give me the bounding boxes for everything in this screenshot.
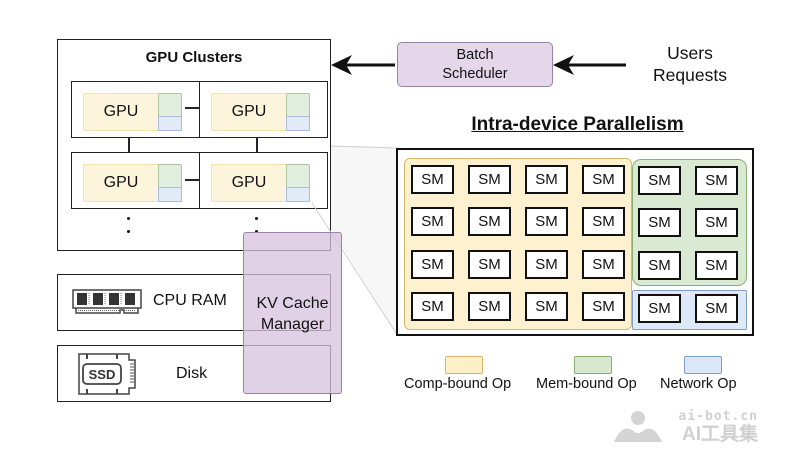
kv-cache-line2: Manager bbox=[260, 316, 325, 333]
gpu-memory-unit bbox=[158, 93, 182, 120]
sm-unit-comp-bound: SM bbox=[582, 207, 625, 236]
gpu-compute-unit: GPU bbox=[211, 93, 310, 131]
sm-unit-comp-bound: SM bbox=[525, 292, 568, 321]
more-gpus-indicator bbox=[255, 217, 258, 220]
sm-unit-mem-bound: SM bbox=[695, 208, 738, 237]
legend-label-network: Network Op bbox=[660, 376, 737, 392]
sm-unit-mem-bound: SM bbox=[638, 208, 681, 237]
sm-unit-comp-bound: SM bbox=[468, 207, 511, 236]
gpu-clusters-title: GPU Clusters bbox=[145, 49, 243, 66]
more-gpus-indicator bbox=[127, 217, 130, 220]
legend-swatch-network bbox=[684, 356, 722, 374]
watermark-line2: AI工具集 bbox=[681, 424, 758, 445]
gpu-card: GPU bbox=[199, 81, 328, 138]
gpu-label: GPU bbox=[103, 174, 139, 191]
sm-unit-network: SM bbox=[695, 294, 738, 323]
sm-unit-comp-bound: SM bbox=[525, 207, 568, 236]
gpu-interconnect bbox=[185, 107, 199, 109]
gpu-label: GPU bbox=[231, 103, 267, 120]
more-gpus-indicator bbox=[255, 230, 258, 233]
sm-unit-comp-bound: SM bbox=[411, 250, 454, 279]
gpu-network-unit bbox=[286, 116, 310, 131]
watermark-line1: ai-bot.cn bbox=[678, 409, 758, 424]
gpu-interconnect bbox=[185, 179, 199, 181]
gpu-memory-unit bbox=[286, 93, 310, 120]
sm-unit-comp-bound: SM bbox=[468, 292, 511, 321]
gpu-network-unit bbox=[158, 187, 182, 202]
sm-unit-comp-bound: SM bbox=[582, 250, 625, 279]
gpu-network-unit bbox=[286, 187, 310, 202]
gpu-card: GPU bbox=[71, 81, 200, 138]
sm-unit-mem-bound: SM bbox=[695, 166, 738, 195]
sm-unit-comp-bound: SM bbox=[468, 250, 511, 279]
sm-unit-mem-bound: SM bbox=[638, 166, 681, 195]
legend-swatch-comp-bound bbox=[445, 356, 483, 374]
legend-label-mem-bound: Mem-bound Op bbox=[536, 376, 637, 392]
watermark-logo-icon bbox=[614, 411, 662, 442]
gpu-compute-unit: GPU bbox=[83, 164, 182, 202]
gpu-compute-unit: GPU bbox=[211, 164, 310, 202]
batch-scheduler-line2: Scheduler bbox=[442, 66, 508, 82]
more-gpus-indicator bbox=[127, 230, 130, 233]
sm-unit-mem-bound: SM bbox=[638, 251, 681, 280]
sm-unit-comp-bound: SM bbox=[468, 165, 511, 194]
gpu-card: GPU bbox=[199, 152, 328, 209]
sm-unit-mem-bound: SM bbox=[695, 251, 738, 280]
intra-device-title: Intra-device Parallelism bbox=[471, 114, 684, 135]
sm-unit-comp-bound: SM bbox=[525, 165, 568, 194]
kv-cache-line1: KV Cache bbox=[256, 295, 329, 312]
gpu-label: GPU bbox=[231, 174, 267, 191]
sm-unit-comp-bound: SM bbox=[582, 165, 625, 194]
sm-unit-comp-bound: SM bbox=[411, 207, 454, 236]
users-requests-line1: Users bbox=[667, 43, 713, 63]
gpu-clusters-panel bbox=[57, 39, 331, 251]
sm-unit-comp-bound: SM bbox=[582, 292, 625, 321]
kv-cache-manager bbox=[243, 232, 342, 394]
arrow-to-gpu-clusters bbox=[331, 55, 352, 75]
ram-icon bbox=[72, 289, 142, 314]
batch-scheduler-line1: Batch bbox=[456, 47, 494, 63]
sm-unit-comp-bound: SM bbox=[525, 250, 568, 279]
gpu-network-unit bbox=[158, 116, 182, 131]
ssd-icon: SSD bbox=[78, 353, 136, 395]
gpu-interconnect bbox=[256, 138, 258, 152]
sm-unit-comp-bound: SM bbox=[411, 292, 454, 321]
users-requests: Users Requests bbox=[630, 42, 750, 86]
gpu-label: GPU bbox=[103, 103, 139, 120]
batch-scheduler: Batch Scheduler bbox=[397, 42, 553, 87]
users-requests-line2: Requests bbox=[653, 65, 727, 85]
gpu-card: GPU bbox=[71, 152, 200, 209]
gpu-memory-unit bbox=[286, 164, 310, 191]
disk-label: Disk bbox=[176, 365, 208, 382]
arrow-to-batch-scheduler bbox=[553, 55, 574, 75]
cpu-ram-label: CPU RAM bbox=[153, 292, 227, 309]
kv-cache-manager-label: KV Cache Manager bbox=[243, 293, 342, 335]
sm-unit-comp-bound: SM bbox=[411, 165, 454, 194]
legend-swatch-mem-bound bbox=[574, 356, 612, 374]
gpu-compute-unit: GPU bbox=[83, 93, 182, 131]
sm-unit-network: SM bbox=[638, 294, 681, 323]
legend-label-comp-bound: Comp-bound Op bbox=[404, 376, 512, 392]
watermark-text: ai-bot.cn AI工具集 bbox=[666, 409, 758, 445]
gpu-interconnect bbox=[128, 138, 130, 152]
ssd-icon-text: SSD bbox=[89, 367, 116, 382]
